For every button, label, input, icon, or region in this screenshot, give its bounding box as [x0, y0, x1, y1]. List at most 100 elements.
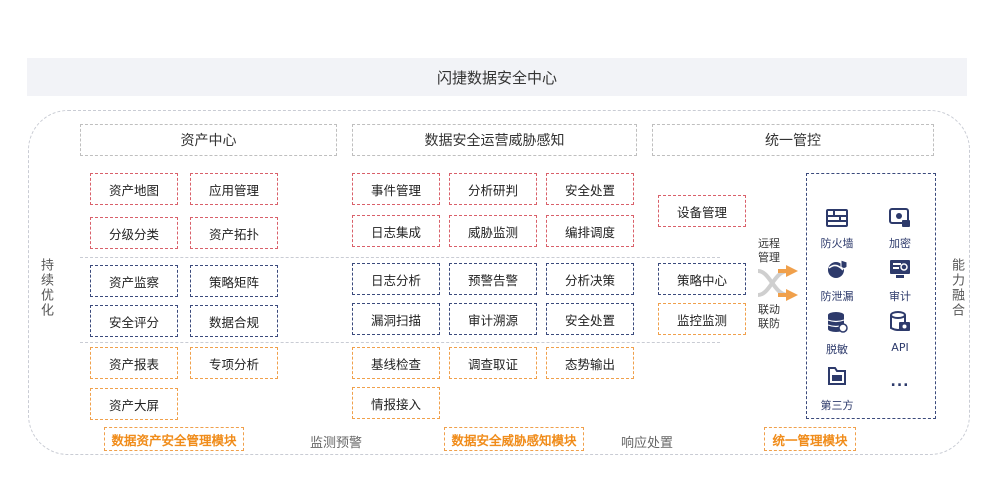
side-label-right: 能力融合 — [949, 258, 964, 318]
box-special-analysis: 专项分析 — [190, 347, 278, 379]
box-log-integration-label: 日志集成 — [370, 224, 421, 240]
box-analysis-decision: 分析决策 — [546, 263, 634, 295]
box-analysis-decision-label: 分析决策 — [564, 272, 615, 288]
box-analysis-judgment: 分析研判 — [449, 173, 537, 205]
box-special-analysis-label: 专项分析 — [208, 356, 259, 372]
box-app-management-label: 应用管理 — [208, 182, 259, 198]
module-label-threat: 数据安全威胁感知模块 — [444, 427, 584, 451]
module-label-asset-text: 数据资产安全管理模块 — [111, 432, 237, 448]
more-icon: ... — [890, 374, 910, 390]
page-title-text: 闪捷数据安全中心 — [436, 68, 557, 87]
box-security-score-label: 安全评分 — [108, 314, 159, 330]
box-orchestration-label: 编排调度 — [564, 224, 615, 240]
box-classification-label: 分级分类 — [108, 226, 159, 242]
leak-prevention-label: 防泄漏 — [820, 290, 854, 303]
box-asset-map-label: 资产地图 — [108, 182, 159, 198]
firewall-icon — [826, 209, 848, 227]
masking-label: 脱敏 — [826, 343, 848, 356]
box-early-warning-label: 预警告警 — [467, 272, 518, 288]
box-asset-topology: 资产拓扑 — [190, 217, 278, 249]
label-response: 响应处置 — [621, 436, 674, 451]
box-asset-inspection-label: 资产监察 — [108, 274, 159, 290]
page-title: 闪捷数据安全中心 — [27, 58, 967, 96]
box-forensics: 调查取证 — [449, 347, 537, 379]
box-vuln-scan: 漏洞扫描 — [352, 303, 440, 335]
box-policy-matrix: 策略矩阵 — [190, 265, 278, 297]
third-party-label: 第三方 — [820, 399, 854, 412]
box-asset-topology-label: 资产拓扑 — [208, 226, 259, 242]
audit-label: 审计 — [889, 290, 911, 303]
separator-bottom — [80, 342, 720, 343]
audit-icon — [890, 260, 910, 278]
box-policy-matrix-label: 策略矩阵 — [208, 274, 259, 290]
third-party-icon — [828, 367, 846, 385]
module-label-unified: 统一管理模块 — [764, 427, 856, 451]
box-data-compliance: 数据合规 — [190, 305, 278, 337]
section-header-asset: 资产中心 — [80, 124, 337, 156]
box-intel-access: 情报接入 — [352, 387, 440, 419]
box-device-management: 设备管理 — [658, 195, 746, 227]
box-asset-report: 资产报表 — [90, 347, 178, 379]
box-asset-screen: 资产大屏 — [90, 388, 178, 420]
api-icon — [890, 311, 910, 331]
linkage-label: 联动联防 — [758, 303, 780, 330]
section-header-asset-label: 资产中心 — [180, 133, 237, 149]
box-audit-trace-label: 审计溯源 — [467, 312, 518, 328]
box-data-compliance-label: 数据合规 — [208, 314, 259, 330]
box-early-warning: 预警告警 — [449, 263, 537, 295]
box-device-management-label: 设备管理 — [676, 204, 727, 220]
box-audit-trace: 审计溯源 — [449, 303, 537, 335]
box-analysis-judgment-label: 分析研判 — [467, 182, 518, 198]
box-event-management: 事件管理 — [352, 173, 440, 205]
section-header-ops: 数据安全运营威胁感知 — [352, 124, 637, 156]
module-label-asset: 数据资产安全管理模块 — [104, 427, 244, 451]
box-log-analysis-label: 日志分析 — [370, 272, 421, 288]
section-header-control-label: 统一管控 — [765, 133, 821, 149]
box-log-analysis: 日志分析 — [352, 263, 440, 295]
box-classification: 分级分类 — [90, 217, 178, 249]
section-header-ops-label: 数据安全运营威胁感知 — [424, 133, 565, 149]
masking-icon — [827, 312, 848, 333]
remote-management-label: 远程管理 — [758, 237, 780, 264]
box-asset-inspection: 资产监察 — [90, 265, 178, 297]
module-label-unified-text: 统一管理模块 — [772, 432, 848, 448]
module-label-threat-text: 数据安全威胁感知模块 — [451, 432, 577, 448]
box-policy-center-label: 策略中心 — [676, 272, 727, 288]
box-situation-output-label: 态势输出 — [564, 356, 615, 372]
separator-top — [80, 257, 720, 258]
box-intel-access-label: 情报接入 — [370, 396, 421, 412]
box-security-handling-1-label: 安全处置 — [564, 182, 615, 198]
box-security-handling-1: 安全处置 — [546, 173, 634, 205]
box-vuln-scan-label: 漏洞扫描 — [370, 312, 421, 328]
section-header-control: 统一管控 — [652, 124, 934, 156]
label-monitor-warning: 监测预警 — [310, 436, 363, 451]
firewall-label: 防火墙 — [820, 237, 854, 250]
box-security-handling-2-label: 安全处置 — [564, 312, 615, 328]
box-asset-screen-label: 资产大屏 — [108, 397, 159, 413]
box-security-handling-2: 安全处置 — [546, 303, 634, 335]
box-monitoring: 监控监测 — [658, 303, 746, 335]
box-security-score: 安全评分 — [90, 305, 178, 337]
api-label: API — [891, 341, 909, 354]
box-forensics-label: 调查取证 — [467, 356, 518, 372]
box-asset-map: 资产地图 — [90, 173, 178, 205]
box-asset-report-label: 资产报表 — [108, 356, 159, 372]
box-baseline-check-label: 基线检查 — [370, 356, 421, 372]
shuffle-arrows-icon — [757, 265, 798, 301]
box-situation-output: 态势输出 — [546, 347, 634, 379]
capability-panel — [806, 173, 936, 419]
box-baseline-check: 基线检查 — [352, 347, 440, 379]
box-threat-monitoring-label: 威胁监测 — [467, 224, 518, 240]
box-threat-monitoring: 威胁监测 — [449, 215, 537, 247]
outer-frame — [28, 110, 970, 455]
encryption-label: 加密 — [889, 237, 911, 250]
box-app-management: 应用管理 — [190, 173, 278, 205]
box-log-integration: 日志集成 — [352, 215, 440, 247]
box-orchestration: 编排调度 — [546, 215, 634, 247]
box-policy-center: 策略中心 — [658, 263, 746, 295]
encryption-icon — [889, 208, 910, 227]
box-event-management-label: 事件管理 — [370, 182, 421, 198]
box-monitoring-label: 监控监测 — [676, 312, 727, 328]
side-label-left: 持续优化 — [38, 258, 53, 318]
leak-prevention-icon — [828, 259, 848, 278]
